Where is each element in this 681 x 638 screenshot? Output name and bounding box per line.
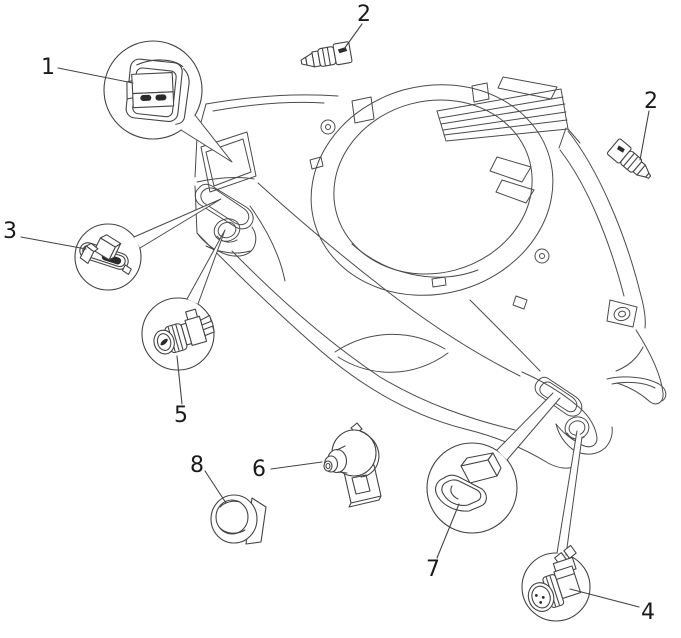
callout-label-5: 5 xyxy=(174,403,188,428)
callout-circle-1 xyxy=(103,40,203,140)
callout-label-2-top: 2 xyxy=(357,2,371,27)
callout-circle-4 xyxy=(521,552,591,622)
callout-circles xyxy=(74,40,591,622)
callout-labels: 1 2 2 3 4 5 6 7 8 xyxy=(3,2,658,625)
callout-label-3: 3 xyxy=(3,219,17,244)
part-6-switch-body xyxy=(323,422,382,508)
pointer-wedges xyxy=(133,114,583,556)
part-2-bulb-top xyxy=(300,41,353,68)
part-5-push-button xyxy=(153,308,215,355)
part-7-rubber-boot xyxy=(435,452,502,512)
callout-label-4: 4 xyxy=(641,600,655,625)
part-3-slide-switch xyxy=(79,234,132,276)
callout-label-7: 7 xyxy=(426,557,440,582)
callout-label-2-right: 2 xyxy=(644,89,658,114)
handlebar-cover-drawing xyxy=(194,76,667,469)
callout-circle-7 xyxy=(426,442,518,534)
part-1-rocker-light-switch xyxy=(125,58,190,125)
part-4-push-button xyxy=(527,544,582,612)
callout-label-8: 8 xyxy=(190,453,204,478)
headlight-high-beam-icon xyxy=(155,94,167,101)
callout-label-6: 6 xyxy=(252,457,266,482)
headlight-low-beam-icon xyxy=(140,94,152,101)
part-8-bezel-ring xyxy=(210,494,267,545)
part-2-bulb-right xyxy=(606,138,652,179)
callout-label-1: 1 xyxy=(41,55,55,80)
callout-circle-3 xyxy=(74,223,142,291)
label-leader-lines xyxy=(20,23,650,608)
